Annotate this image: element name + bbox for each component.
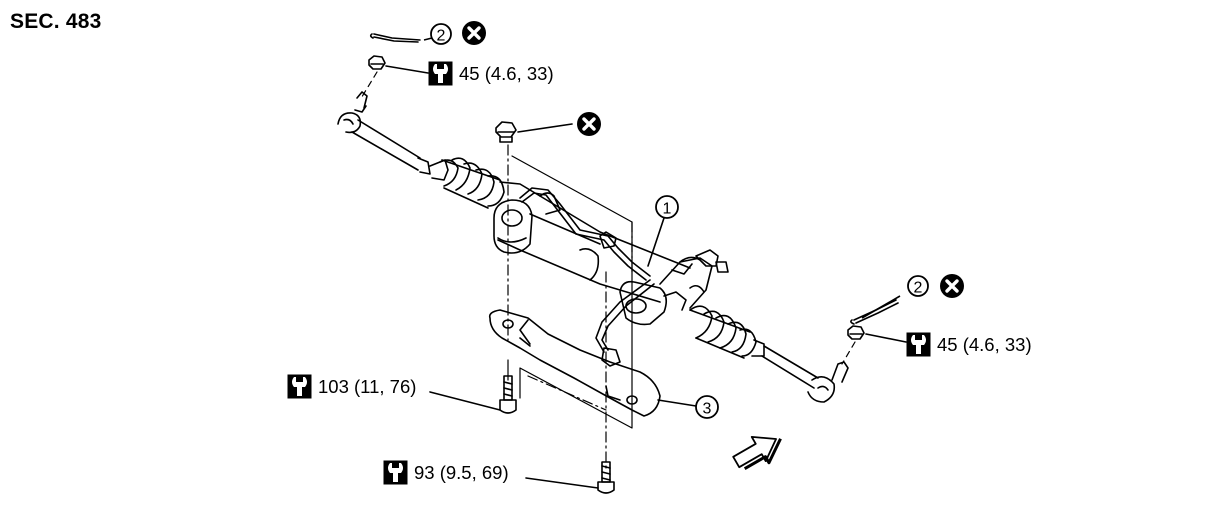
svg-text:2: 2	[914, 280, 923, 297]
do-not-reuse-icon	[577, 112, 601, 136]
leader-left-bolt	[429, 391, 501, 411]
torque-wrench-icon	[287, 374, 312, 399]
torque-wrench-icon	[383, 460, 408, 485]
callout-item-2-top: 2	[430, 23, 452, 45]
cotter-pin-right	[850, 299, 899, 325]
leader-top-nut	[385, 65, 429, 74]
leader-item-1	[647, 217, 665, 267]
torque-spec-tie-rod-nut-right: 45 (4.6, 33)	[906, 332, 1032, 357]
rack-housing	[493, 181, 691, 303]
castle-nut-top	[368, 55, 386, 70]
centerline-right-nut	[841, 341, 856, 365]
leader-right-nut	[865, 333, 907, 343]
castle-nut-right	[847, 325, 865, 340]
torque-spec-left-bolt: 103 (11, 76)	[287, 374, 416, 399]
do-not-reuse-icon	[462, 21, 486, 45]
do-not-reuse-icon	[940, 274, 964, 298]
tie-rod-end-right	[751, 339, 849, 403]
torque-value: 93 (9.5, 69)	[414, 461, 509, 483]
leader-bracket	[657, 399, 697, 407]
torque-value: 45 (4.6, 33)	[459, 62, 554, 84]
boot-right	[689, 305, 757, 359]
leader-top-mount-nut	[517, 123, 573, 133]
callout-item-3: 3	[695, 395, 719, 419]
svg-text:1: 1	[663, 201, 672, 218]
torque-spec-tie-rod-nut-top: 45 (4.6, 33)	[428, 61, 554, 86]
torque-value: 45 (4.6, 33)	[937, 333, 1032, 355]
leader-item-2-right	[861, 295, 901, 319]
alignment-lines	[507, 144, 633, 471]
torque-wrench-icon	[428, 61, 453, 86]
mounting-nut-top	[495, 121, 517, 143]
front-arrow-icon	[732, 435, 782, 470]
torque-spec-right-bolt: 93 (9.5, 69)	[383, 460, 509, 485]
boot-left	[429, 157, 505, 209]
section-title: SEC. 483	[10, 10, 102, 33]
svg-text:3: 3	[703, 401, 712, 418]
hydraulic-lines	[519, 187, 655, 367]
tie-rod-end-left	[337, 91, 431, 175]
mounting-bracket	[488, 309, 661, 417]
leader-item-2-top	[423, 37, 433, 41]
cotter-pin-top	[369, 33, 421, 43]
svg-text:2: 2	[437, 28, 446, 45]
gear-housing	[619, 249, 729, 326]
centerline-top-nut	[359, 71, 378, 101]
torque-wrench-icon	[906, 332, 931, 357]
torque-value: 103 (11, 76)	[318, 375, 417, 397]
mounting-bolt-left	[499, 375, 517, 414]
mounting-bolt-right	[597, 461, 615, 494]
callout-item-1: 1	[655, 195, 679, 219]
leader-right-bolt	[525, 477, 599, 489]
callout-item-2-right: 2	[907, 275, 929, 297]
